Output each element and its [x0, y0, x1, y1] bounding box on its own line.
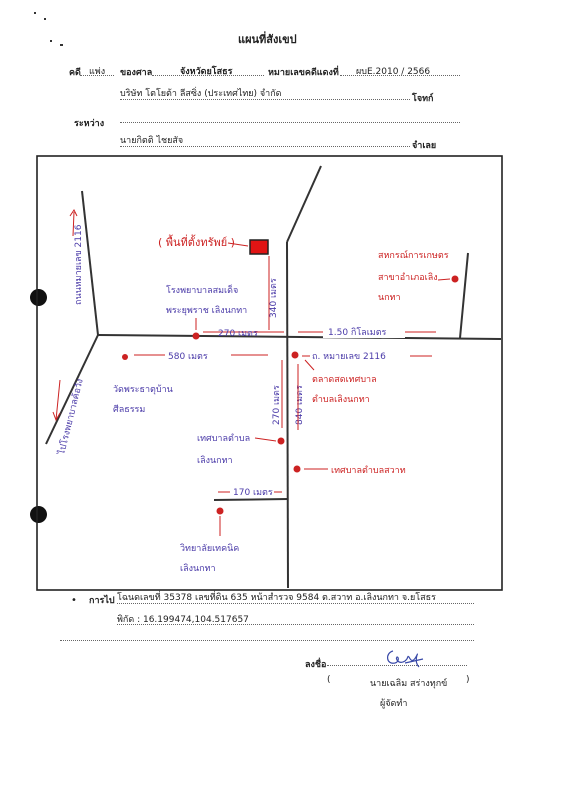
cooperative-line-3: นกทา [378, 293, 401, 303]
road-college-spur [213, 498, 289, 501]
between-label: ระหว่าง [74, 119, 105, 129]
case-type: แพ่ง [89, 67, 106, 77]
court-name: จังหวัดยโสธร [180, 67, 233, 77]
property-marker [249, 239, 269, 255]
municipality-left-line-2: เลิงนกทา [197, 455, 233, 466]
property-label: ( พื้นที่ตั้งทรัพย์ ) [158, 234, 235, 249]
goto-label: การไป [89, 596, 115, 606]
college-marker [216, 507, 224, 515]
sign-label: ลงชื่อ [305, 660, 327, 670]
market-line-2: ตำบลเลิงนกทา [312, 394, 370, 405]
dist-150km: 1.50 กิโลเมตร [328, 327, 387, 338]
scan-speckles [30, 10, 70, 50]
case-no: ผบE.2010 / 2566 [356, 67, 431, 77]
hospital-line-2: พระยุพราช เลิงนกทา [166, 305, 247, 316]
college-line-2: เลิงนกทา [180, 563, 216, 574]
defendant-name: นายกิตติ ไชยสัจ [120, 136, 184, 146]
municipality-left-marker [277, 437, 285, 445]
signature-image [387, 650, 424, 668]
punch-hole-bottom [30, 506, 47, 523]
plaintiff-role: โจทก์ [412, 94, 434, 104]
road-right-diagonal [459, 252, 469, 339]
road-main-horizontal [97, 334, 502, 340]
defendant-role: จำเลย [412, 141, 437, 151]
dist-840: 840 เมตร [295, 385, 305, 425]
cooperative-line-1: สหกรณ์การเกษตร [378, 249, 449, 261]
dist-580: 580 เมตร [168, 352, 208, 362]
dist-270-top: 270 เมตร [218, 329, 258, 339]
temple-line-2: ศีลธรรม [113, 404, 145, 415]
bullet-dot: • [71, 595, 77, 606]
cooperative-marker [451, 275, 459, 283]
coordinates: พิกัด : 16.199474,104.517657 [117, 615, 249, 625]
road-left-diagonal [81, 190, 99, 336]
map-frame [36, 155, 503, 591]
temple-marker [122, 354, 128, 360]
market-line-1: ตลาดสดเทศบาล [312, 375, 377, 385]
open-paren: ( [327, 675, 331, 685]
close-paren: ) [466, 675, 470, 685]
road-2116-right-label: ถ. หมายเลข 2116 [312, 352, 386, 362]
cooperative-line-2: สาขาอำเภอเลิง [378, 272, 438, 283]
market-marker [291, 351, 299, 359]
plaintiff-name: บริษัท โตโยต้า ลีสซิ่ง (ประเทศไทย) จำกัด [120, 89, 282, 99]
temple-line-1: วัดพระธาตุบ้าน [113, 384, 173, 395]
road-lower-left-diagonal [45, 334, 99, 445]
dist-170: 170 เมตร [233, 488, 273, 498]
college-line-1: วิทยาลัยเทคนิค [180, 543, 239, 554]
goto-text: โฉนดเลขที่ 35378 เลขที่ดิน 635 หน้าสำรวจ… [117, 593, 436, 603]
dist-270-mid: 270 เมตร [272, 385, 282, 425]
court-label: ของศาล [120, 68, 153, 78]
municipality-right-label: เทศบาลตำบลสวาท [331, 465, 406, 476]
direction-label: ไปโรงพยาบาลค้อวัง [56, 378, 86, 457]
municipality-right-marker [293, 465, 301, 473]
hospital-line-1: โรงพยาบาลสมเด็จ [166, 283, 238, 296]
case-no-label: หมายเลขคดีแดงที่ [268, 68, 339, 78]
dist-340: 340 เมตร [269, 278, 279, 318]
road-vertical-main [286, 241, 289, 589]
road-2116-left-label: ถนนหมายเลข 2116 [74, 224, 84, 305]
signer-role: ผู้จัดทำ [380, 699, 408, 709]
case-label: คดี [69, 68, 81, 78]
punch-hole-top [30, 289, 47, 306]
signer-name: นายเฉลิม สร่างทุกข์ [370, 679, 448, 689]
municipality-left-line-1: เทศบาลตำบล [197, 433, 250, 444]
hospital-marker [192, 332, 200, 340]
road-upper-right-diagonal [286, 165, 322, 243]
page-title: แผนที่สังเขป [238, 33, 297, 46]
